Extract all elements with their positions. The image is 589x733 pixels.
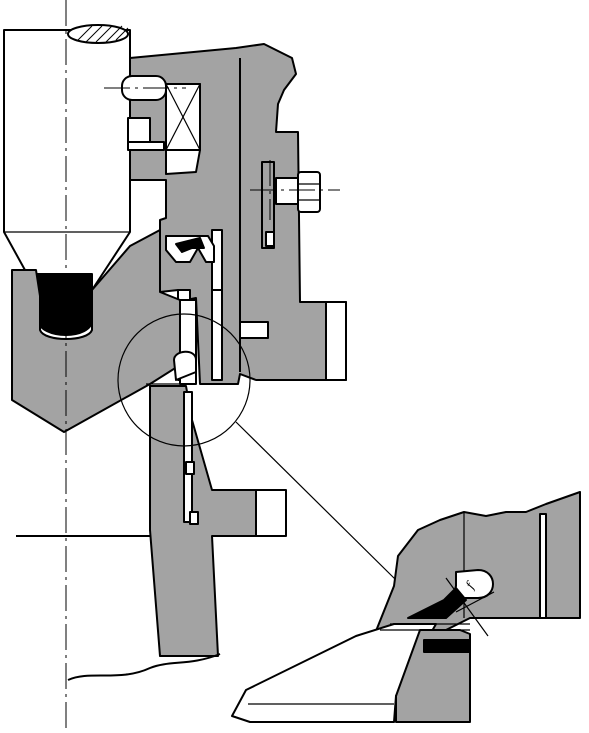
detail-callout — [117, 313, 397, 581]
hex-bolt — [275, 171, 321, 213]
dowel-pin — [121, 75, 201, 151]
detail-view: f — [231, 491, 581, 723]
break-line-bottom — [67, 653, 221, 681]
centre-lines — [16, 0, 340, 733]
shaft-section-hatch — [77, 25, 129, 43]
blade-stem — [146, 235, 215, 385]
lower-die — [149, 385, 287, 657]
